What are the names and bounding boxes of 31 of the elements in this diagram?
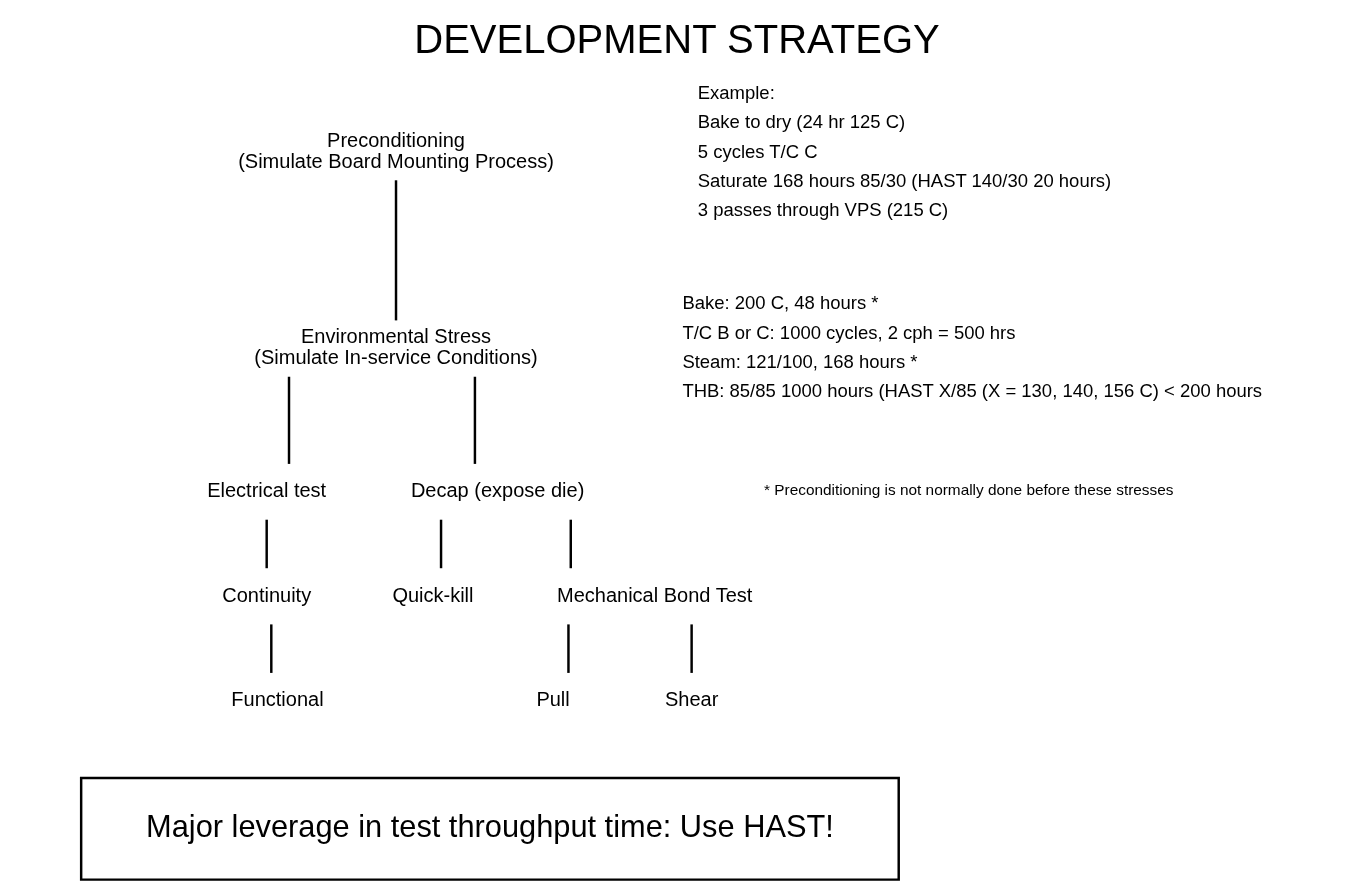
node-label: Steam: 121/100, 168 hours * [682,350,918,372]
node-label: Example: [697,82,775,104]
node-label: Bake to dry (24 hr 125 C) [697,111,906,133]
connector [690,624,693,673]
connector [270,624,273,673]
node-text: Pull [536,688,570,711]
node-text: Functional [231,688,324,711]
connector [287,376,291,464]
node-label: Saturate 168 hours 85/30 (HAST 140/30 20 hours) [697,169,1112,191]
connector [569,519,572,569]
connector [439,519,443,569]
diagram-title: DEVELOPMENT STRATEGY [414,16,940,61]
connector [394,180,398,321]
label: * Preconditioning is not normally done before these stresses [764,481,1174,499]
node-text: Shear [664,688,719,711]
node-label: 5 cycles T/C C [697,140,818,162]
node-text: Continuity [222,583,312,606]
node-text: Decap (expose die) [410,478,585,501]
connector [473,376,477,464]
node-label: T/C B or C: 1000 cycles, 2 cph = 500 hrs [682,321,1016,343]
node-text: Mechanical Bond Test [557,583,753,606]
node-label: 3 passes through VPS (215 C) [697,199,949,221]
node-text: Electrical test [207,478,327,501]
node-text: Preconditioning (Simulate Board Mounting Process) [238,128,554,173]
connector [265,519,268,569]
connector [567,624,570,673]
node-text: Environmental Stress (Simulate In-service Conditions) [254,324,538,369]
node-label: THB: 85/85 1000 hours (HAST X/85 (X = 130, 140, 156 C) < 200 hours [682,380,1263,402]
node-label: Bake: 200 C, 48 hours * [682,292,879,314]
node-text: Quick-kill [392,583,474,606]
node-box: Major leverage in test throughput time: Use HAST! [79,776,900,881]
